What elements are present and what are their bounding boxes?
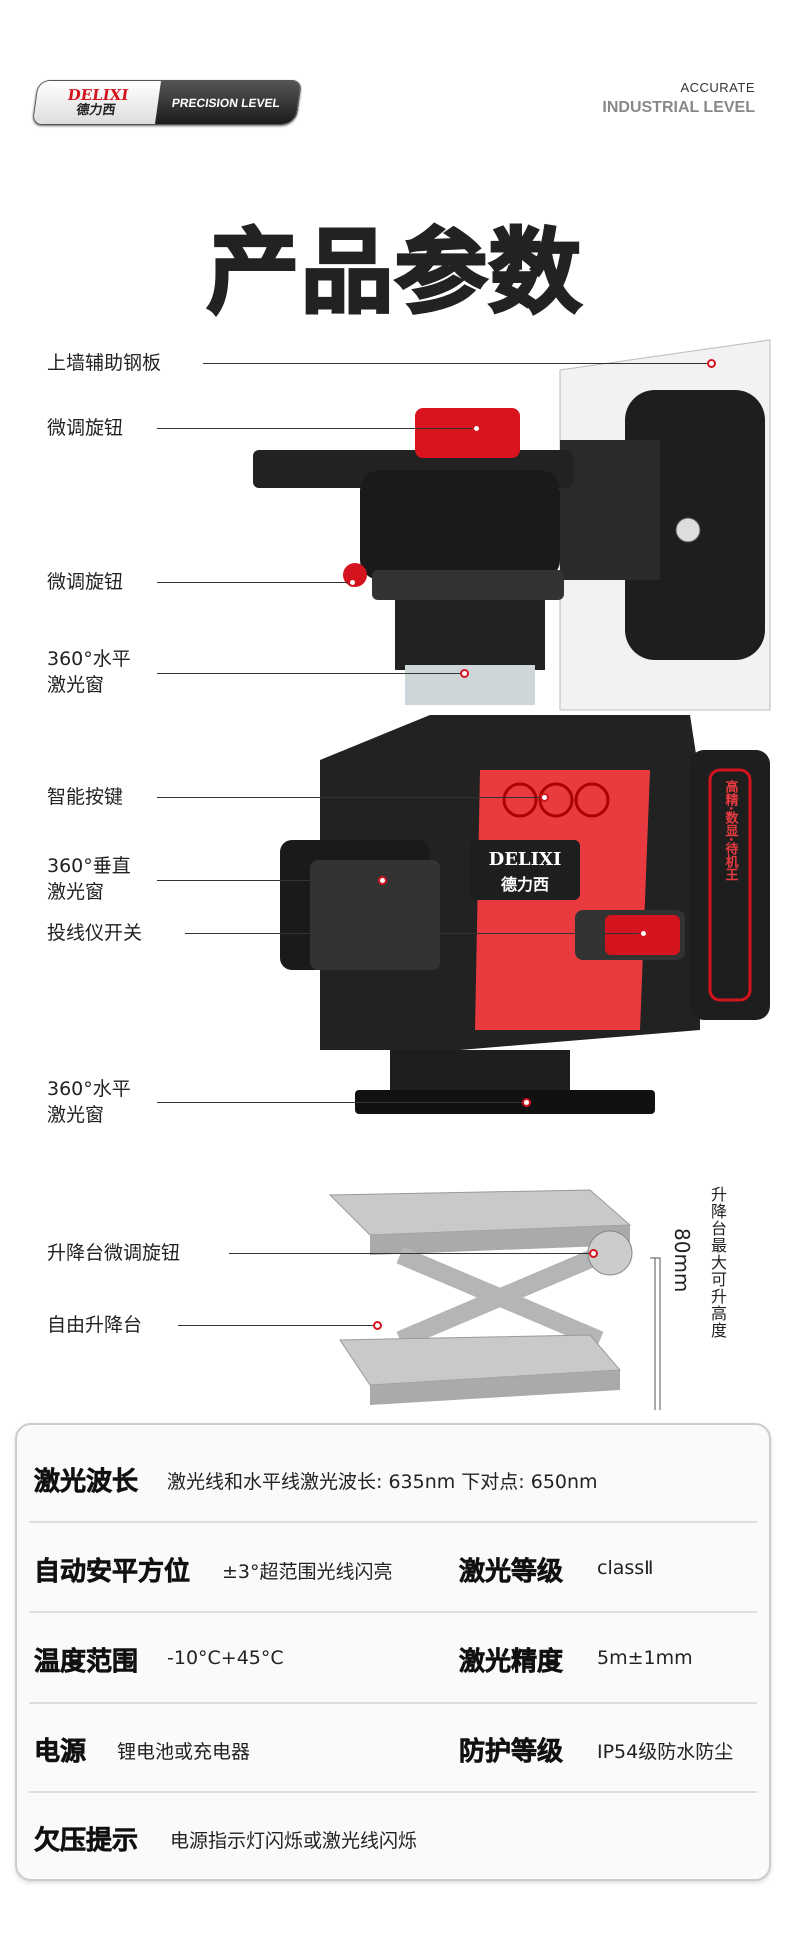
spec-key: 自动安平方位 <box>34 1557 191 1588</box>
spec-table: 激光波长 激光线和水平线激光波长: 635nm 下对点: 650nm 自动安平方… <box>15 1423 771 1881</box>
page-title: 产品参数 <box>205 218 583 328</box>
spec-key: 防护等级 <box>459 1737 564 1768</box>
callout-wall-plate: 上墙辅助钢板 <box>47 352 162 374</box>
spec-value: 激光线和水平线激光波长: 635nm 下对点: 650nm <box>167 1471 598 1493</box>
leader-line <box>157 582 351 583</box>
callout-dot <box>589 1249 598 1258</box>
battery-label: 高精·数显·待机王 <box>723 779 740 881</box>
spec-key: 激光波长 <box>34 1467 139 1498</box>
body-logo-cn: 德力西 <box>501 875 549 894</box>
callout-dot <box>522 1098 531 1107</box>
callout-bottom-horizontal-window: 360°水平 激光窗 <box>47 1078 131 1126</box>
leader-line <box>157 1102 525 1103</box>
leader-line <box>157 673 463 674</box>
callout-lift-table: 自由升降台 <box>47 1314 143 1336</box>
spec-value: 锂电池或充电器 <box>117 1741 251 1763</box>
logo-brand-cn: 德力西 <box>75 103 117 118</box>
leader-line <box>157 797 543 798</box>
top-laser-window <box>405 665 535 705</box>
spec-value: ±3°超范围光线闪亮 <box>222 1561 393 1583</box>
callout-power-switch: 投线仪开关 <box>47 922 143 944</box>
tagline-top: ACCURATE <box>680 80 755 95</box>
spec-value: -10°C+45°C <box>167 1647 284 1669</box>
body-logo <box>470 840 580 900</box>
logo-badge: PRECISION LEVEL <box>154 81 302 124</box>
spec-row: 温度范围 -10°C+45°C 激光精度 5m±1mm <box>17 1615 769 1705</box>
product-illustration: DELIXI 德力西 高精·数显·待机王 <box>253 339 771 1410</box>
spec-value: IP54级防水防尘 <box>597 1741 734 1763</box>
leader-line <box>157 428 475 429</box>
body-logo-text: DELIXI <box>489 849 562 870</box>
leader-line <box>203 363 710 364</box>
spec-value: 电源指示灯闪烁或激光线闪烁 <box>170 1830 418 1852</box>
spec-row: 欠压提示 电源指示灯闪烁或激光线闪烁 <box>17 1794 769 1884</box>
callout-fine-knob-top: 微调旋钮 <box>47 417 124 439</box>
spec-value: classⅡ <box>597 1557 654 1579</box>
callout-lift-knob: 升降台微调旋钮 <box>47 1242 181 1264</box>
callout-dot <box>472 424 481 433</box>
callout-dot <box>540 793 549 802</box>
bracket-screw <box>675 517 701 543</box>
spec-key: 欠压提示 <box>34 1826 139 1857</box>
leader-line <box>157 880 381 881</box>
leader-line <box>185 933 642 934</box>
callout-smart-buttons: 智能按键 <box>47 786 124 808</box>
divider <box>29 1791 757 1793</box>
callout-vertical-window: 360°垂直 激光窗 <box>47 855 131 903</box>
callout-dot <box>348 578 357 587</box>
divider <box>29 1702 757 1704</box>
spec-key: 激光精度 <box>459 1647 564 1678</box>
divider <box>29 1611 757 1613</box>
spec-key: 电源 <box>34 1737 87 1768</box>
spec-row: 电源 锂电池或充电器 防护等级 IP54级防水防尘 <box>17 1705 769 1795</box>
power-button <box>502 782 538 818</box>
lift-height-caption: 升降台最大可升高度 <box>708 1186 727 1339</box>
divider <box>29 1521 757 1523</box>
spec-row: 激光波长 激光线和水平线激光波长: 635nm 下对点: 650nm <box>17 1435 769 1525</box>
lift-height-value: 80mm <box>670 1228 694 1293</box>
spec-key: 激光等级 <box>459 1557 564 1588</box>
top-knob <box>415 408 520 458</box>
callout-dot <box>378 876 387 885</box>
callout-dot <box>707 359 716 368</box>
logo-brand: DELIXI <box>66 86 130 104</box>
height-bracket <box>650 1257 661 1410</box>
leader-line <box>178 1325 376 1326</box>
leader-line <box>229 1253 592 1254</box>
callout-dot <box>373 1321 382 1330</box>
callout-top-horizontal-window: 360°水平 激光窗 <box>47 648 131 696</box>
spec-key: 温度范围 <box>34 1647 139 1678</box>
callout-fine-knob-side: 微调旋钮 <box>47 571 124 593</box>
h-button <box>574 782 610 818</box>
scissor-arms <box>396 1246 604 1349</box>
callout-dot <box>460 669 469 678</box>
spec-row: 自动安平方位 ±3°超范围光线闪亮 激光等级 classⅡ <box>17 1525 769 1615</box>
spec-value: 5m±1mm <box>597 1647 693 1669</box>
callout-dot <box>639 929 648 938</box>
tagline-bottom: INDUSTRIAL LEVEL <box>602 99 755 116</box>
